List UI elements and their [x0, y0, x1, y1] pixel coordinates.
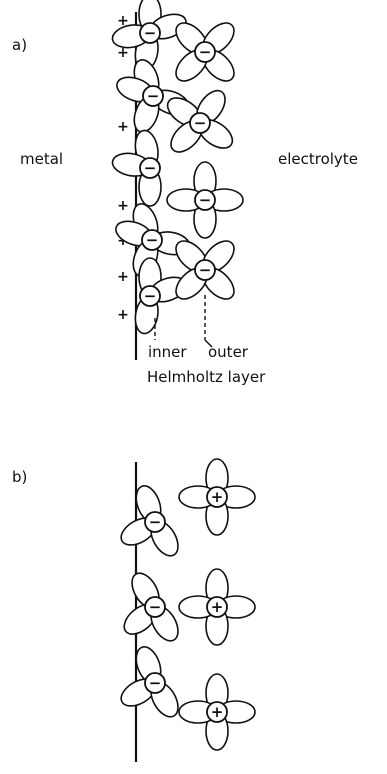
outer-label: outer	[208, 343, 248, 361]
metal-label: metal	[20, 150, 64, 168]
panel-a-label: a)	[12, 36, 28, 54]
ion-circle	[144, 672, 166, 694]
electrode-charge-sign: +	[117, 269, 129, 285]
outer-anion: −	[166, 89, 234, 153]
anion-charge-sign: −	[144, 24, 157, 42]
anion-charge-sign: −	[199, 43, 212, 61]
adsorbed-anion: −	[120, 646, 179, 718]
anion-charge-sign: −	[199, 191, 212, 209]
outer-anion: −	[166, 161, 244, 239]
anion-charge-sign: −	[199, 261, 212, 279]
adsorbed-anion: −	[120, 485, 179, 557]
ion-circle	[141, 229, 163, 251]
anion-charge-sign: −	[144, 287, 157, 305]
cation-charge-sign: +	[211, 703, 224, 721]
helmholtz-layer-label: Helmholtz layer	[147, 368, 266, 386]
ion-circle	[189, 112, 211, 134]
ion-circle	[194, 189, 216, 211]
cation-charge-sign: +	[211, 598, 224, 616]
ion-circle	[206, 701, 228, 723]
electrode-charge-sign: +	[117, 307, 129, 323]
anion-charge-sign: −	[149, 598, 162, 616]
electrode-charge-sign: +	[117, 198, 129, 214]
ion-circle	[139, 157, 161, 179]
anion-charge-sign: −	[149, 674, 162, 692]
electrode-charge-sign: +	[117, 13, 129, 29]
anion-charge-sign: −	[147, 87, 160, 105]
outer-plane-tick	[204, 339, 213, 348]
anion-charge-sign: −	[149, 513, 162, 531]
panel-b-label: b)	[12, 468, 28, 486]
ion-circle	[206, 486, 228, 508]
ion-circle	[142, 85, 164, 107]
outer-anion: −	[175, 22, 235, 82]
inner-anion: −	[111, 0, 187, 72]
outer-anion: −	[175, 240, 235, 300]
inner-label: inner	[148, 343, 187, 361]
electrolyte-label: electrolyte	[278, 150, 358, 168]
solvated-cation: +	[178, 458, 256, 536]
inner-anion: −	[111, 129, 162, 207]
inner-anion: −	[134, 257, 187, 335]
ion-circle	[139, 22, 161, 44]
anion-charge-sign: −	[146, 231, 159, 249]
ion-circle	[139, 285, 161, 307]
ion-circle	[206, 596, 228, 618]
ion-circle	[194, 41, 216, 63]
electrode-charge-sign: +	[117, 119, 129, 135]
ion-circle	[144, 511, 166, 533]
ion-circle	[194, 259, 216, 281]
anion-charge-sign: −	[194, 114, 207, 132]
adsorbed-anion: −	[123, 572, 179, 642]
solvated-cation: +	[178, 673, 256, 751]
anion-charge-sign: −	[144, 159, 157, 177]
electrode-charge-sign: +	[117, 45, 129, 61]
cation-charge-sign: +	[211, 488, 224, 506]
solvated-cation: +	[178, 568, 256, 646]
ion-circle	[144, 596, 166, 618]
